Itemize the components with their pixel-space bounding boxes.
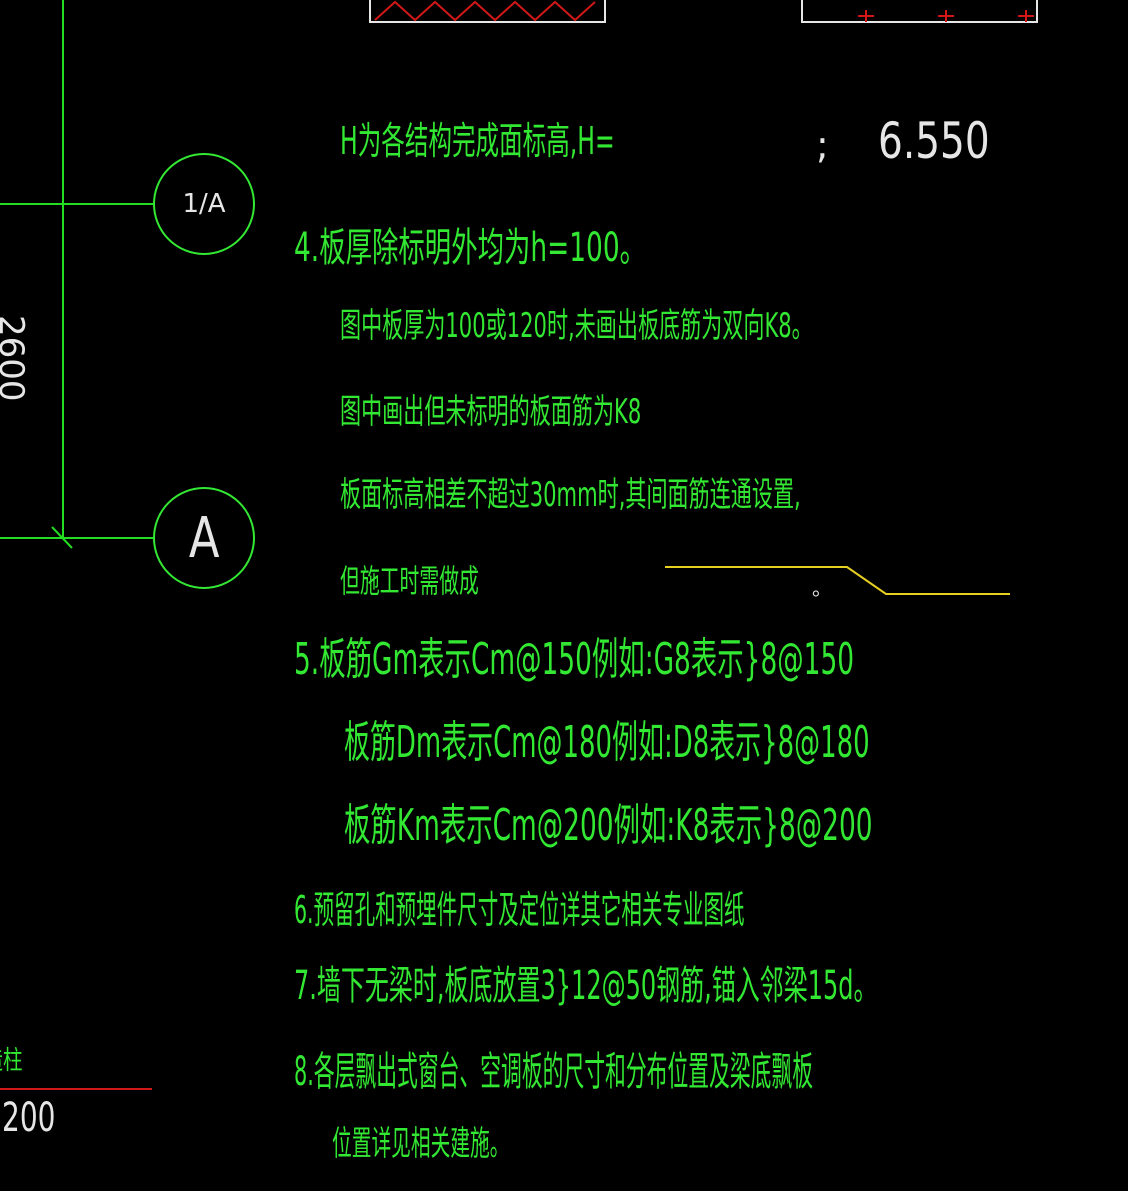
note-4-line-4: 但施工时需做成 [340,562,479,600]
top-right-box [801,0,1038,23]
note-4-dot: 。 [812,576,832,600]
dimension-text: 2600 [0,315,31,402]
dimension-tick [51,526,73,549]
note-4-line-3: 板面标高相差不超过30mm时,其间面筋连通设置, [340,475,801,515]
note-h-prefix: H为各结构完成面标高,H= [340,119,615,163]
legend-column-value: 200 [2,1095,56,1141]
note-8-line-1: 8.各层飘出式窗台、空调板的尺寸和分布位置及梁底飘板 [294,1049,814,1095]
note-h-separator: ; [816,123,829,167]
top-hatched-box [369,0,606,23]
note-7: 7.墙下无梁时,板底放置3}12@50钢筋,锚入邻梁15d。 [294,963,878,1009]
note-5-line-2: 板筋Km表示Cm@200例如:K8表示}8@200 [344,800,873,851]
note-4-title: 4.板厚除标明外均为h=100。 [294,225,647,271]
axis-bubble-1a: 1/A [153,153,255,255]
axis-label-1a: 1/A [182,189,226,219]
axis-label-a: A [188,505,220,571]
legend-column-label: 构造柱 [0,1046,23,1076]
note-5-title: 5.板筋Gm表示Cm@150例如:G8表示}8@150 [294,634,855,685]
note-8-line-2: 位置详见相关建施。 [332,1124,510,1164]
axis-bubble-a: A [153,487,255,589]
note-6: 6.预留孔和预埋件尺寸及定位详其它相关专业图纸 [294,888,745,932]
slab-step-sketch [665,566,1010,595]
note-h-value: 6.550 [878,112,990,170]
note-4-line-2: 图中画出但未标明的板面筋为K8 [340,392,642,432]
note-4-line-1: 图中板厚为100或120时,未画出板底筋为双向K8。 [340,306,813,346]
note-5-line-1: 板筋Dm表示Cm@180例如:D8表示}8@180 [344,717,870,768]
